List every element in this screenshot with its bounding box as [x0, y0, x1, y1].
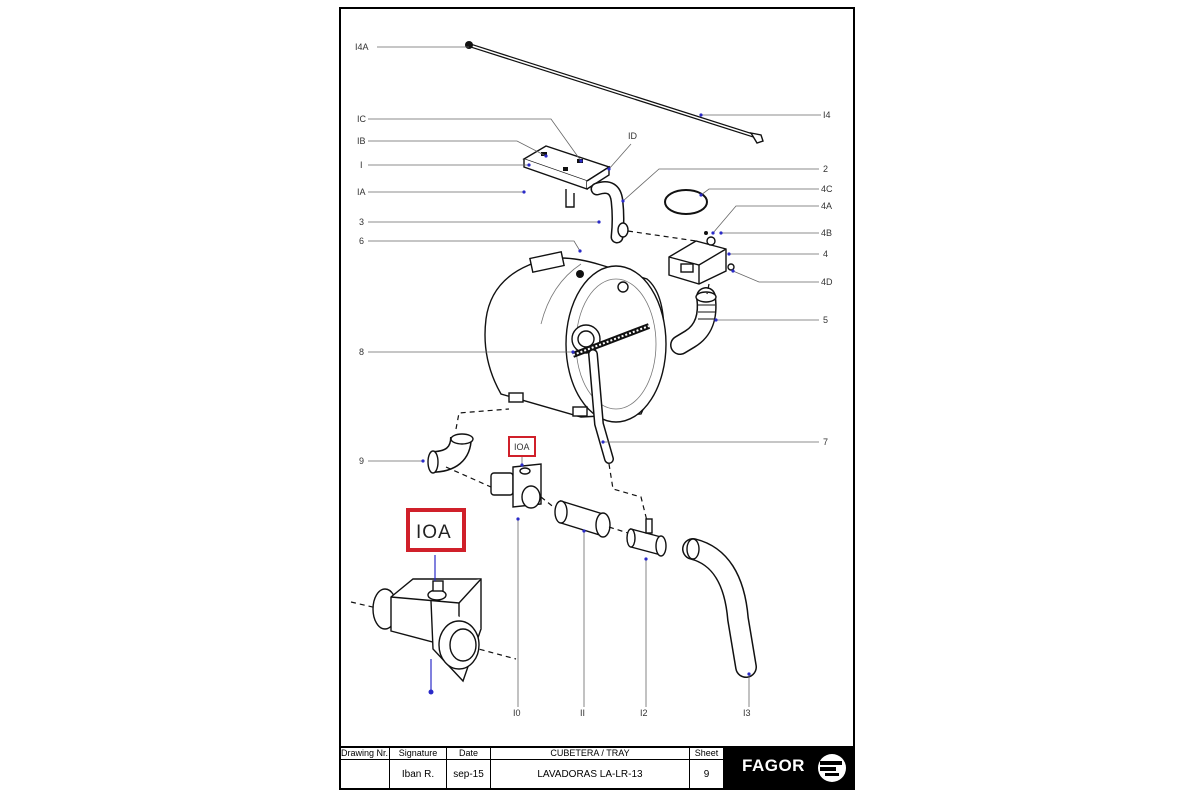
exploded-view-diagram: I4A I4 IC ID IB I 2 4C IA 4A 3 4B 6 4 4D… [350, 41, 833, 718]
detail-view-10a [350, 578, 517, 683]
pump-part-4 [668, 231, 735, 285]
date-header: Date [447, 746, 491, 760]
elbow-part-9 [427, 433, 474, 474]
rod-part-14 [465, 41, 764, 144]
callout-10a-detail: IOA [416, 522, 452, 543]
sheet-value: 9 [690, 760, 724, 789]
drain-hose-part-13 [682, 538, 757, 678]
callout-1c: IC [357, 114, 367, 124]
callout-2: 2 [823, 164, 828, 174]
callout-8: 8 [359, 347, 364, 357]
fagor-emblem-icon [818, 754, 846, 782]
hose-part-7 [588, 349, 614, 464]
drawing-nr-value [340, 760, 390, 789]
callout-14a: I4A [355, 42, 369, 52]
drawing-nr-header: Drawing Nr. [340, 746, 390, 760]
hose-part-2 [590, 181, 629, 244]
connector-part-12 [626, 518, 667, 557]
callout-4a: 4A [821, 201, 832, 211]
callout-1: I [360, 160, 363, 170]
drawing-sheet: I4A I4 IC ID IB I 2 4C IA 4A 3 4B 6 4 4D… [339, 7, 855, 790]
cover-part-1 [522, 145, 611, 208]
callout-9: 9 [359, 456, 364, 466]
callout-13: I3 [743, 708, 751, 718]
callout-10: I0 [513, 708, 521, 718]
title-block-border [340, 746, 854, 748]
callout-6: 6 [359, 236, 364, 246]
plug-part-6 [576, 270, 584, 278]
callout-1a: IA [357, 187, 366, 197]
sheet-header: Sheet [690, 746, 724, 760]
highlight-box-10a-detail [406, 508, 466, 552]
date-value: sep-15 [447, 760, 491, 789]
callout-1d: ID [628, 131, 638, 141]
highlight-box-10a-small [508, 436, 536, 457]
callout-1b: IB [357, 136, 366, 146]
gasket-part-4c [664, 189, 708, 215]
fagor-logo: FAGOR [724, 746, 854, 789]
leader-lines [368, 46, 821, 707]
signature-value: Iban R. [390, 760, 447, 789]
callout-4b: 4B [821, 228, 832, 238]
callout-4: 4 [823, 249, 828, 259]
title-header: CUBETERA / TRAY [491, 746, 690, 760]
callout-4d: 4D [821, 277, 833, 287]
callout-4c: 4C [821, 184, 833, 194]
signature-header: Signature [390, 746, 447, 760]
tub-part-8 [484, 250, 667, 423]
callout-12: I2 [640, 708, 648, 718]
callout-7: 7 [823, 437, 828, 447]
bellows-hose-part-5 [670, 287, 717, 355]
callout-10a: IOA [514, 442, 530, 452]
brand-name: FAGOR [742, 756, 805, 775]
callout-3: 3 [359, 217, 364, 227]
fitting-part-10 [490, 463, 542, 509]
callout-11: II [580, 708, 585, 718]
title-block: Drawing Nr. Signature Iban R. Date sep-1… [340, 746, 854, 789]
title-value: LAVADORAS LA-LR-13 [491, 760, 690, 789]
callout-5: 5 [823, 315, 828, 325]
tube-part-11 [554, 500, 611, 538]
callout-14: I4 [823, 110, 831, 120]
